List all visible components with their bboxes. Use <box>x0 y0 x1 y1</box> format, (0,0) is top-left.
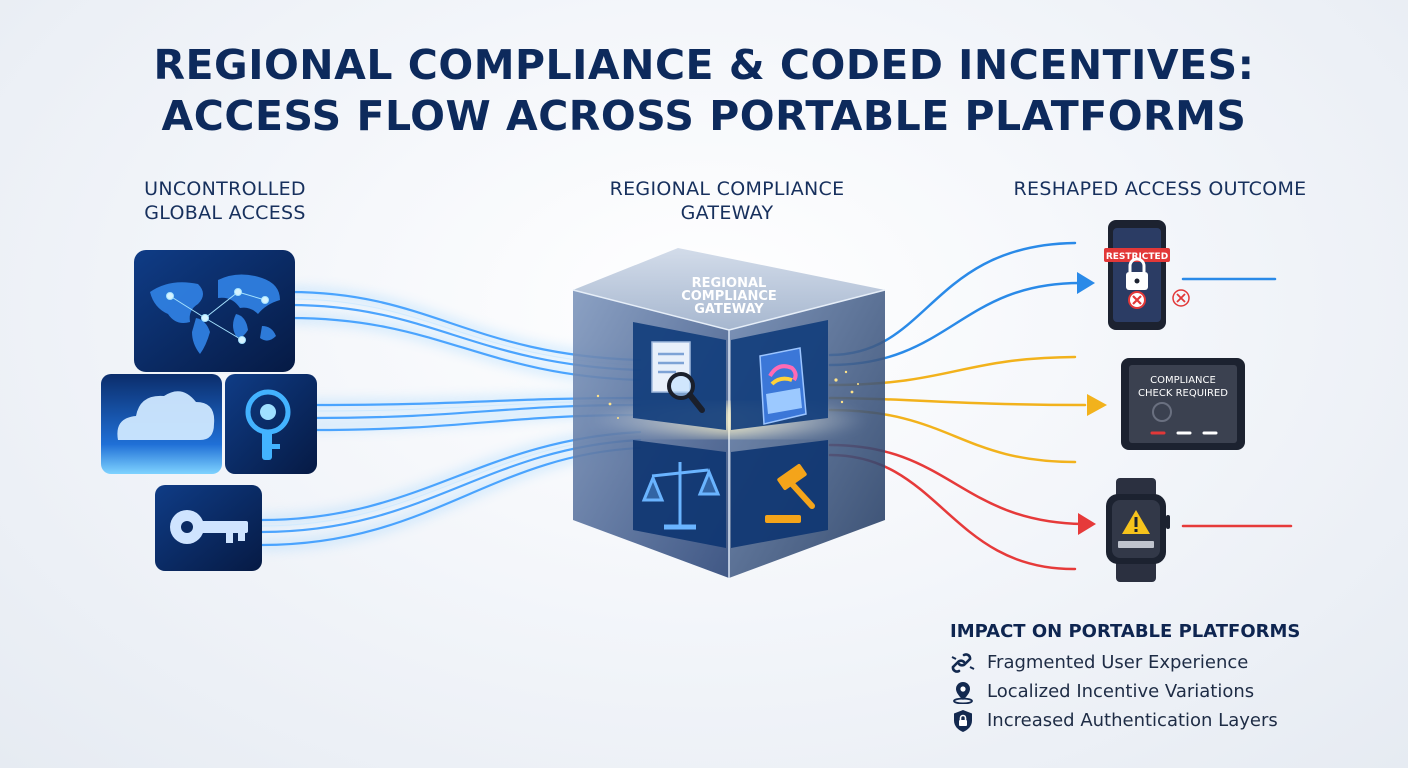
key-icon <box>170 510 248 544</box>
source-key-tile <box>155 485 262 571</box>
center-column-heading: REGIONAL COMPLIANCE GATEWAY <box>577 178 877 226</box>
impact-item: Fragmented User Experience <box>948 648 1278 677</box>
center-heading-line-2: GATEWAY <box>680 201 774 224</box>
cube-label-line-3: GATEWAY <box>694 302 764 317</box>
yellow-arrowhead <box>1087 394 1107 416</box>
title-line-2: ACCESS FLOW ACROSS PORTABLE PLATFORMS <box>161 92 1247 140</box>
cube-label-line-2: COMPLIANCE <box>681 289 777 304</box>
right-column-heading: RESHAPED ACCESS OUTCOME <box>980 178 1340 202</box>
tablet-line-1: COMPLIANCE <box>1150 375 1216 386</box>
world-map-icon <box>150 274 280 354</box>
impact-item-label: Localized Incentive Variations <box>987 681 1255 702</box>
left-heading-line-2: GLOBAL ACCESS <box>144 201 306 224</box>
tablet-line-2: CHECK REQUIRED <box>1138 388 1228 399</box>
impact-item: Localized Incentive Variations <box>948 677 1278 706</box>
impact-item-label: Fragmented User Experience <box>987 652 1249 673</box>
pending-check-icon <box>1152 402 1172 422</box>
impact-list: Fragmented User Experience Localized Inc… <box>948 648 1278 735</box>
shield-lock-icon <box>954 709 972 732</box>
watch-status-bar <box>1118 541 1154 548</box>
face-gavel-panel <box>731 440 828 548</box>
source-cloud-tile <box>101 374 222 474</box>
location-key-icon <box>245 389 291 460</box>
cloud-icon <box>117 391 215 440</box>
smartwatch-device <box>1106 478 1170 582</box>
coupon-card-icon <box>759 347 807 425</box>
lock-icon <box>1126 257 1148 290</box>
restricted-badge-label: RESTRICTED <box>1106 252 1168 262</box>
impact-item: Increased Authentication Layers <box>948 706 1278 735</box>
source-world-map-tile <box>134 250 295 372</box>
center-heading-line-1: REGIONAL COMPLIANCE <box>609 178 845 200</box>
impact-item-label: Increased Authentication Layers <box>987 710 1278 731</box>
blue-arrowhead <box>1077 272 1095 294</box>
title-line-1: REGIONAL COMPLIANCE & CODED INCENTIVES: <box>153 41 1255 89</box>
smartphone-device: RESTRICTED <box>1104 220 1170 330</box>
compliance-gateway-cube: REGIONAL COMPLIANCE GATEWAY <box>572 248 886 578</box>
scales-icon <box>641 462 721 530</box>
blocked-x-icon <box>1172 289 1190 307</box>
warning-icon <box>1122 510 1150 534</box>
denied-x-icon <box>1128 291 1146 309</box>
left-column-heading: UNCONTROLLED GLOBAL ACCESS <box>110 178 340 226</box>
tablet-device: COMPLIANCE CHECK REQUIRED <box>1121 358 1245 450</box>
red-arrowhead <box>1078 513 1096 535</box>
source-location-key-tile <box>225 374 317 474</box>
left-heading-line-1: UNCONTROLLED <box>144 178 306 200</box>
network-nodes <box>166 288 269 344</box>
gavel-icon <box>765 464 815 523</box>
location-pin-icon <box>953 681 973 704</box>
cube-label-line-1: REGIONAL <box>692 276 767 291</box>
document-magnifier-icon <box>651 341 705 413</box>
sparkle-particles <box>596 370 859 419</box>
impact-title: IMPACT ON PORTABLE PLATFORMS <box>950 621 1301 642</box>
restricted-badge <box>1104 248 1170 262</box>
right-heading-line-1: RESHAPED ACCESS OUTCOME <box>1013 178 1307 200</box>
broken-link-icon <box>951 652 975 673</box>
